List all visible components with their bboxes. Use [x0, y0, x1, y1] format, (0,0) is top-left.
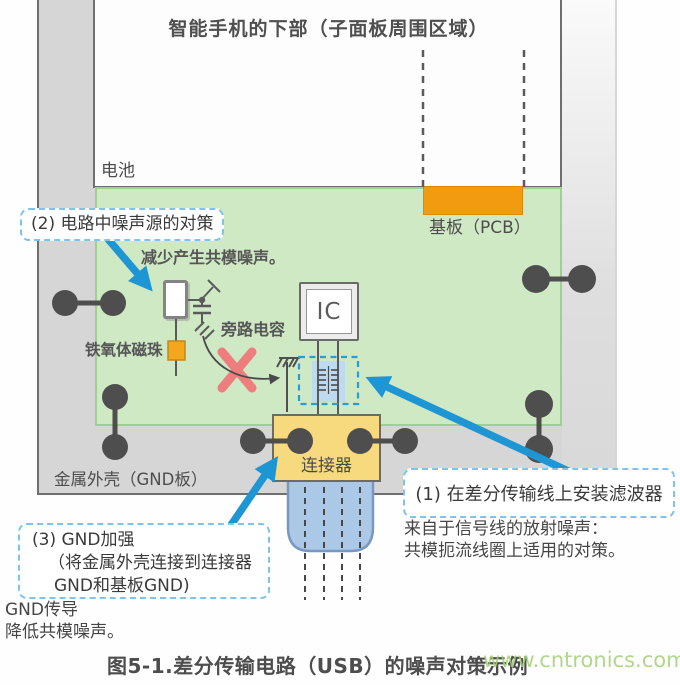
- battery-label: 电池: [101, 161, 135, 181]
- noise-source-component: [163, 280, 188, 319]
- callout-3: (3) GND加强 （将金属外壳连接到连接器 GND和基板GND): [18, 523, 270, 599]
- callout-3-title-line1: (3) GND加强: [32, 530, 135, 550]
- ferrite-bead-label: 铁氧体磁珠: [85, 341, 163, 359]
- flex-cable-lines-icon: [421, 50, 526, 187]
- ic-label: IC: [316, 298, 342, 325]
- callout-3-note: GND传导 降低共模噪声。: [5, 599, 124, 643]
- callout-1-note: 来自于信号线的放射噪声： 共模扼流线圈上适用的对策。: [404, 518, 625, 562]
- connector-label: 连接器: [301, 456, 352, 476]
- metal-shell-label: 金属外壳（GND板）: [54, 470, 208, 489]
- ic-chip: IC: [299, 282, 359, 341]
- usb-connector: 连接器: [272, 414, 381, 482]
- figure-caption: 图5-1.差分传输电路（USB）的噪声对策示例: [107, 654, 529, 678]
- watermark: www.cntronics.com: [483, 648, 680, 672]
- callout-3-note-line1: GND传导: [5, 600, 78, 620]
- bypass-capacitor-label: 旁路电容: [221, 320, 286, 339]
- callout-1-title: (1) 在差分传输线上安装滤波器: [415, 484, 663, 505]
- pcb-connector-pad: [423, 186, 523, 215]
- pcb-label: 基板（PCB）: [429, 218, 531, 238]
- ic-package: IC: [306, 289, 352, 334]
- callout-3-note-line2: 降低共模噪声。: [5, 622, 124, 642]
- diagram-title: 智能手机的下部（子面板周围区域）: [168, 18, 489, 40]
- callout-1-note-line2: 共模扼流线圈上适用的对策。: [404, 541, 625, 561]
- usb-plug: [286, 474, 375, 553]
- callout-2-title: (2) 电路中噪声源的对策: [31, 214, 214, 234]
- callout-1-note-line1: 来自于信号线的放射噪声：: [404, 519, 608, 539]
- callout-3-title-line3: GND和基板GND): [54, 576, 190, 596]
- reduce-noise-note: 减少产生共模噪声。: [141, 248, 286, 267]
- callout-3-title-line2: （将金属外壳连接到连接器: [48, 553, 252, 573]
- usb-cable-lines-icon: [304, 487, 361, 600]
- callout-1: (1) 在差分传输线上安装滤波器: [403, 468, 675, 518]
- callout-2: (2) 电路中噪声源的对策: [20, 208, 224, 241]
